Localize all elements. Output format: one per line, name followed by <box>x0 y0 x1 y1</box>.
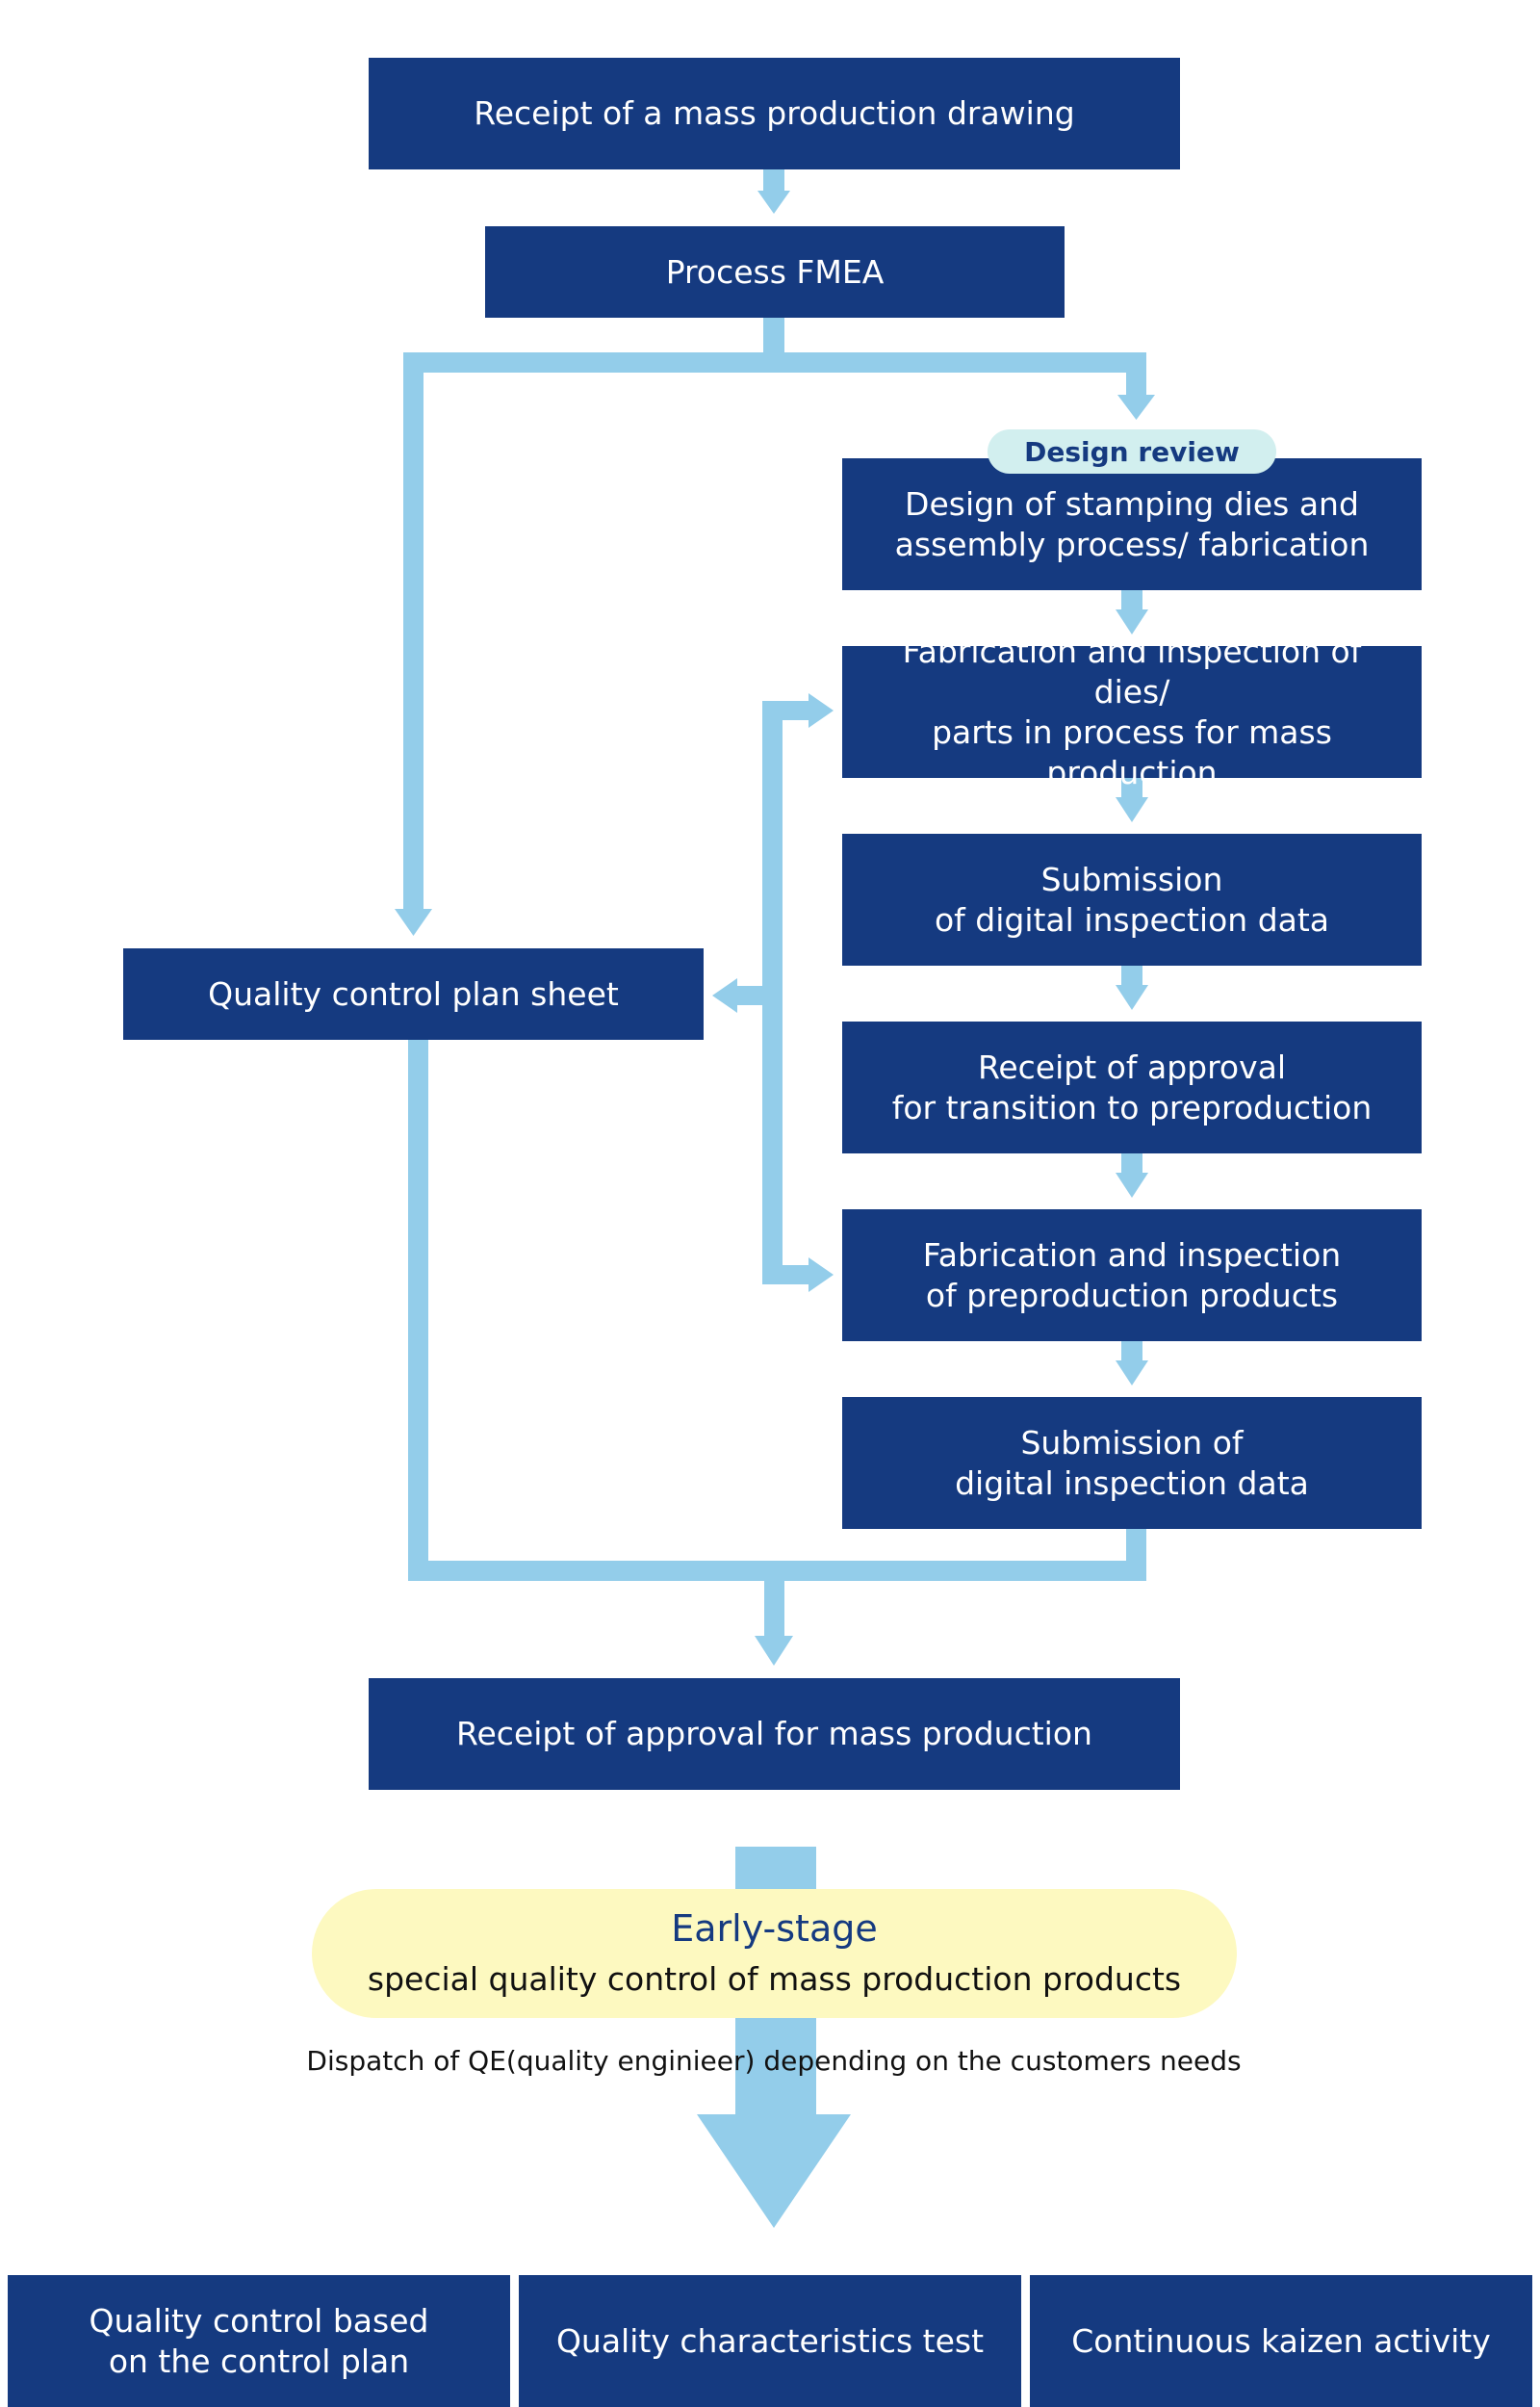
connector-branch-horizontal <box>403 352 1146 373</box>
box-approval-mass: Receipt of approval for mass production <box>369 1678 1180 1790</box>
feedback-bracket-vertical <box>762 701 783 1284</box>
box-receipt-drawing: Receipt of a mass production drawing <box>369 58 1180 169</box>
feedback-bracket-bottom <box>762 1265 810 1284</box>
box-fabrication-preproduction: Fabrication and inspection of preproduct… <box>842 1209 1422 1341</box>
arrow-to-fabrication-dies <box>1116 609 1148 634</box>
box-receipt-preproduction: Receipt of approval for transition to pr… <box>842 1022 1422 1153</box>
connector-submission-receipt <box>1121 966 1142 985</box>
box-submission-2: Submission of digital inspection data <box>842 1397 1422 1529</box>
connector-branch-right <box>1126 352 1146 395</box>
arrow-to-fabrication-preproduction <box>1116 1173 1148 1198</box>
early-stage-title: Early-stage <box>671 1907 878 1950</box>
connector-design-fabrication <box>1121 590 1142 609</box>
feedback-bracket-middle <box>735 986 763 1005</box>
arrow-to-fmea <box>757 191 790 214</box>
arrow-to-receipt-preproduction <box>1116 985 1148 1010</box>
connector-fabrication-submission <box>1121 778 1142 797</box>
arrow-to-approval <box>755 1636 793 1666</box>
box-control-plan-quality: Quality control based on the control pla… <box>8 2275 510 2407</box>
box-kaizen-activity: Continuous kaizen activity <box>1030 2275 1532 2407</box>
connector-drawing-fmea <box>763 169 784 191</box>
box-fabrication-dies: Fabrication and inspection of dies/ part… <box>842 633 1422 791</box>
box-quality-characteristics: Quality characteristics test <box>519 2275 1021 2407</box>
big-arrow-head <box>697 2114 851 2228</box>
early-stage-oval: Early-stage special quality control of m… <box>312 1889 1237 2018</box>
box-design-dies: Design of stamping dies and assembly pro… <box>842 458 1422 590</box>
connector-branch-left <box>403 352 424 911</box>
early-stage-subtitle: special quality control of mass producti… <box>367 1960 1182 1998</box>
connector-receipt-fabrication <box>1121 1153 1142 1173</box>
arrow-to-submission-1 <box>1116 797 1148 822</box>
pill-design-review: Design review <box>988 429 1276 474</box>
arrow-to-submission-2 <box>1116 1360 1148 1385</box>
qe-dispatch-note: Dispatch of QE(quality enginieer) depend… <box>306 2045 1242 2077</box>
box-submission-1: Submission of digital inspection data <box>842 834 1422 966</box>
connector-quality-plan-down <box>408 1040 428 1581</box>
box-process-fmea: Process FMEA <box>485 226 1065 318</box>
arrow-to-quality-plan <box>395 909 432 936</box>
box-quality-plan: Quality control plan sheet <box>123 948 704 1040</box>
arrow-to-fabrication-preproduction-left <box>808 1257 834 1292</box>
feedback-bracket-top <box>762 701 810 720</box>
connector-fabrication-submission-2 <box>1121 1341 1142 1360</box>
connector-merge-down <box>764 1561 784 1638</box>
arrow-to-fabrication-dies-left <box>808 693 834 728</box>
arrow-to-quality-plan-right <box>712 978 737 1013</box>
arrow-to-design <box>1117 395 1155 420</box>
